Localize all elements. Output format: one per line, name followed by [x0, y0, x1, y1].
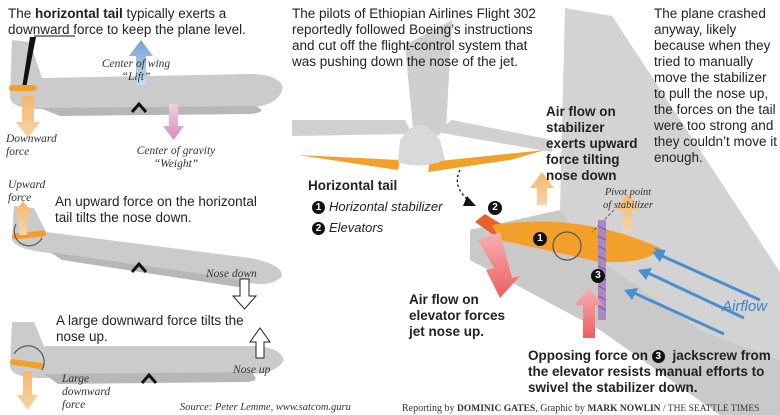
stabilizer-upforce-arrow [530, 172, 554, 205]
number-3-icon: 3 [651, 349, 665, 363]
airflow-arrows [624, 248, 761, 336]
horizontal-tail-title: Horizontal tail [308, 178, 398, 193]
elevator-airflow-caption: Air flow on elevator forces jet nose up. [409, 292, 506, 339]
pivot-caret [140, 372, 158, 384]
intro-text: The pilots of Ethiopian Airlines Flight … [292, 6, 536, 69]
stabilizer-airflow-caption: Air flow on stabilizer exerts upward for… [546, 104, 638, 183]
horizontal-stabilizer-tilted [12, 230, 46, 240]
gravity-label: Center of gravity“Weight” [136, 145, 216, 170]
tail-rear-view [292, 20, 552, 172]
lift-arrow [129, 40, 153, 85]
marker-2-icon: 2 [488, 201, 502, 215]
number-1-icon: 1 [312, 201, 325, 215]
rotation-arrow [13, 223, 43, 247]
rotation-arrow [13, 345, 45, 371]
number-2-icon: 2 [312, 222, 325, 236]
downward-force-arrow [16, 96, 40, 138]
source-credit: Source: Peter Lemme, www.satcom.guru [180, 402, 351, 413]
large-downward-force-arrow [17, 371, 38, 410]
callout-dotted-arrow [456, 169, 469, 201]
tail-fin-edge [22, 37, 36, 88]
nose-down-label: Nose down [206, 268, 257, 280]
panel3-caption: A large downward force tilts the nose up… [56, 313, 244, 344]
lift-label: Center of wing“Lift” [101, 58, 171, 83]
horizontal-stabilizer-large [492, 221, 660, 263]
pivot-caret [130, 261, 148, 273]
opposing-force-arrow [575, 288, 603, 338]
horizontal-stabilizer [9, 85, 37, 91]
marker-1-icon: 1 [533, 232, 547, 246]
nose-up-arrow [249, 327, 271, 359]
byline: Reporting by DOMINIC GATES, Graphic by M… [402, 403, 760, 414]
crash-text: The plane crashed anyway, likely because… [654, 6, 778, 165]
marker-3-icon: 3 [591, 269, 605, 283]
weight-arrow [163, 104, 184, 140]
elevator-right [428, 150, 545, 172]
nose-up-label: Nose up [233, 364, 271, 376]
airflow-label: Airflow [722, 298, 768, 315]
elevator-left [298, 155, 400, 170]
horizontal-stabilizer-tilted [10, 359, 44, 369]
tail-side-view [470, 8, 780, 415]
nose-down-arrow [231, 278, 258, 310]
pivot-caret [130, 101, 148, 113]
plane-nose-down [12, 206, 282, 288]
opposing-force-caption: Opposing force on 3 jackscrew from the e… [528, 348, 771, 395]
pivot-circle [552, 231, 582, 261]
upward-force-arrow [13, 201, 33, 235]
elevator-airflow-arrow [478, 232, 520, 298]
panel2-caption: An upward force on the horizontal tail t… [55, 194, 257, 225]
panel1-caption: The horizontal tail typically exerts a d… [8, 6, 246, 37]
stabilizer-upforce-arrow-2 [616, 193, 639, 232]
plane-level [9, 37, 283, 116]
